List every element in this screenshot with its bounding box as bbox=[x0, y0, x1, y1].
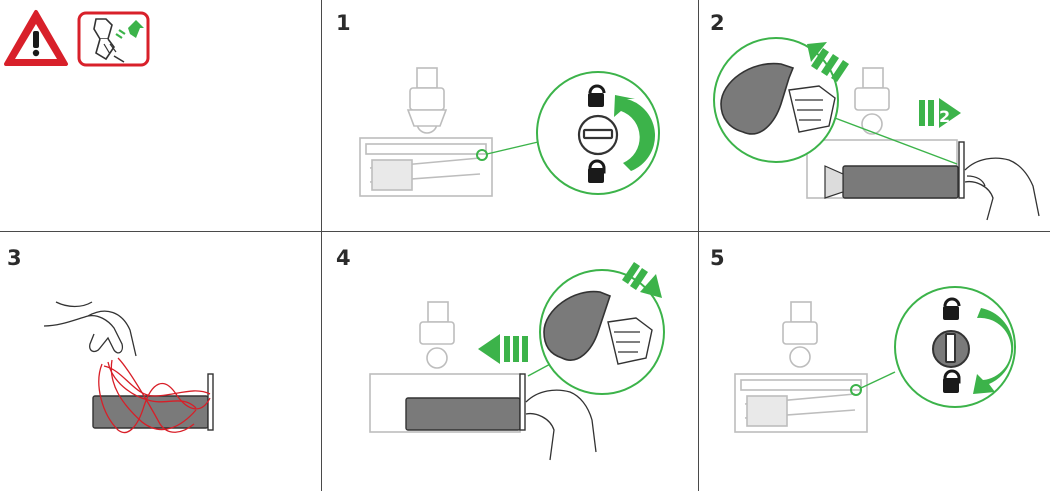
zoom-circle bbox=[894, 286, 1016, 408]
divider-vertical-right bbox=[698, 0, 699, 491]
step-4-illustration bbox=[369, 262, 665, 461]
step-1-illustration bbox=[359, 67, 660, 197]
divider-horizontal bbox=[0, 231, 1050, 232]
step-2-panel: 2 bbox=[699, 0, 1050, 231]
unlock-icon bbox=[588, 84, 606, 107]
hand bbox=[525, 389, 597, 461]
step-5-panel: 5 bbox=[699, 232, 1050, 491]
zoom-circle bbox=[713, 37, 839, 163]
slide-arrow-icon: 2 bbox=[919, 98, 961, 128]
rotate-arrow-icon bbox=[973, 308, 1014, 394]
warning-icons bbox=[4, 10, 150, 67]
divider-vertical-left bbox=[321, 0, 322, 491]
step-number: 2 bbox=[710, 11, 725, 35]
unplug-icon bbox=[77, 11, 150, 67]
step-3-panel: 3 bbox=[0, 232, 321, 491]
tangled-hair bbox=[98, 357, 211, 434]
step-number: 1 bbox=[336, 11, 351, 35]
latch-highlight bbox=[476, 149, 488, 161]
svg-text:2: 2 bbox=[939, 107, 950, 126]
brush-bar bbox=[405, 397, 521, 431]
step-number: 3 bbox=[7, 246, 22, 270]
zoom-circle bbox=[536, 71, 660, 195]
cleaner-head bbox=[359, 67, 493, 197]
lock-icon bbox=[943, 369, 961, 393]
step-number: 5 bbox=[710, 246, 725, 270]
step-1-panel: 1 bbox=[322, 0, 698, 231]
step-4-panel: 4 bbox=[322, 232, 698, 491]
latch-highlight bbox=[850, 384, 862, 396]
hand bbox=[964, 157, 1040, 221]
slide-arrow-icon bbox=[807, 42, 849, 82]
step-number: 4 bbox=[336, 246, 351, 270]
step-5-illustration bbox=[734, 286, 1016, 433]
brush-bar bbox=[842, 165, 959, 199]
hand bbox=[43, 301, 137, 357]
step-3-illustration bbox=[43, 301, 214, 434]
warning-triangle-icon bbox=[4, 10, 68, 66]
lock-icon bbox=[588, 159, 606, 183]
slide-arrow-icon bbox=[622, 262, 662, 298]
rotate-arrow-icon bbox=[614, 95, 656, 171]
slide-arrow-icon bbox=[478, 334, 528, 364]
warning-panel bbox=[0, 0, 321, 231]
unlock-icon bbox=[943, 297, 961, 320]
cleaner-head bbox=[734, 301, 868, 433]
zoom-circle bbox=[539, 269, 665, 395]
step-2-illustration: 2 bbox=[713, 37, 1040, 221]
